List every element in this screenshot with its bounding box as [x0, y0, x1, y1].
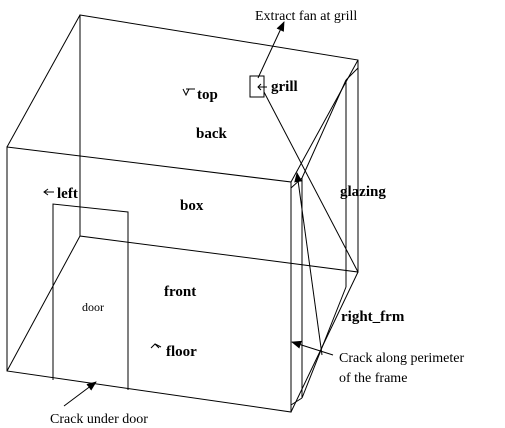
- frame-right-outer2: [345, 67, 359, 81]
- label-grill: grill: [271, 79, 298, 95]
- crack-arrow-1: [294, 172, 323, 356]
- back-face: [79, 14, 359, 273]
- edge-bottom-left: [6, 235, 81, 372]
- annotation-crack-door: Crack under door: [50, 412, 148, 427]
- annotation-crack-perimeter-1: Crack along perimeter: [339, 351, 465, 366]
- top-marker: [182, 88, 190, 97]
- door-arrow: [63, 381, 97, 407]
- label-back: back: [196, 126, 228, 142]
- edge-top-left: [6, 14, 81, 148]
- frame-right-top: [301, 79, 347, 179]
- front-face: [6, 146, 292, 413]
- label-top: top: [197, 87, 218, 103]
- label-glazing: glazing: [340, 184, 386, 200]
- label-door: door: [82, 300, 104, 314]
- label-right-frm: right_frm: [341, 309, 405, 325]
- label-floor: floor: [166, 344, 197, 360]
- edge-top-right: [290, 59, 359, 183]
- label-front: front: [164, 284, 196, 300]
- door-outline: [52, 203, 129, 390]
- label-box: box: [180, 198, 204, 214]
- frame-right-bottom: [301, 286, 347, 399]
- frame-bottom-join: [290, 397, 303, 406]
- grill-diagonal: [263, 91, 359, 273]
- label-left: left: [57, 186, 78, 202]
- annotation-extract-fan: Extract fan at grill: [255, 9, 357, 24]
- crack-arrow-2: [291, 340, 334, 356]
- annotation-crack-perimeter-2: of the frame: [339, 371, 407, 386]
- floor-marker: [150, 343, 160, 349]
- extract-arrow: [257, 21, 285, 79]
